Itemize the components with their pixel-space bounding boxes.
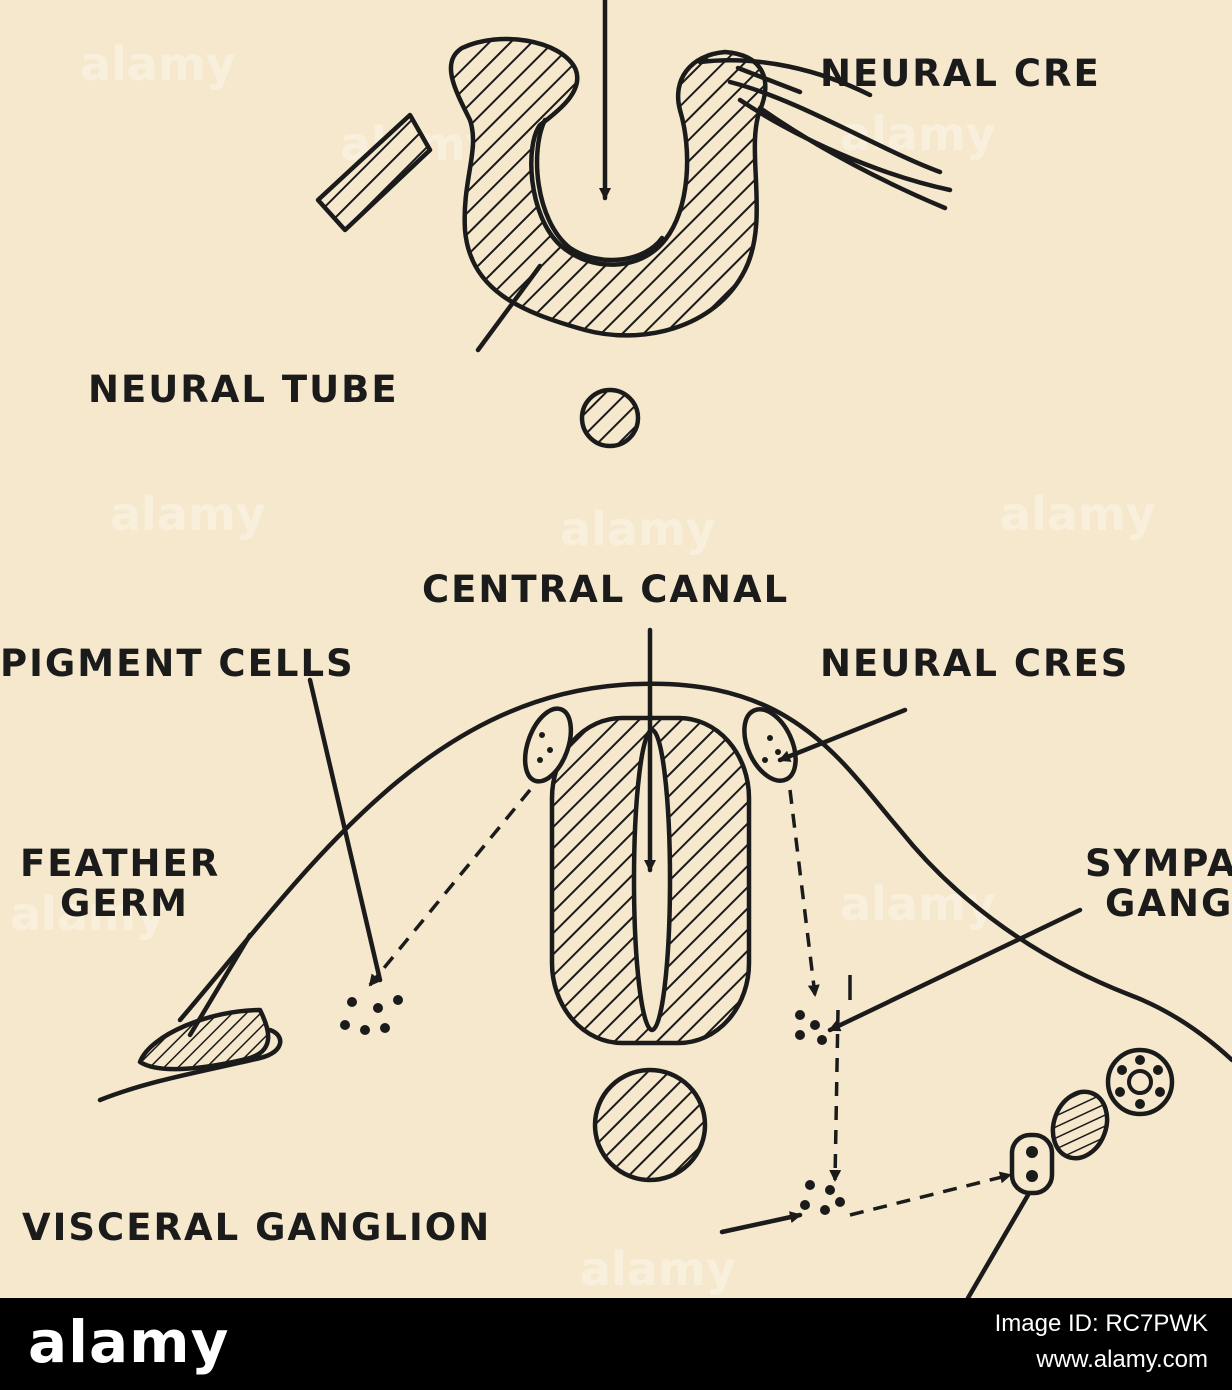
- watermark-text: alamy: [80, 37, 236, 91]
- migration-path-sympathetic: [788, 789, 820, 997]
- watermark-text: alamy: [110, 487, 266, 541]
- watermark-text: alamy: [1000, 487, 1156, 541]
- neural-crest-leader-bottom: [777, 707, 908, 763]
- watermark-text: alamy: [560, 502, 716, 556]
- image-id-text: Image ID: RC7PWK: [994, 1310, 1208, 1337]
- dorsal-aorta: [1050, 1089, 1110, 1161]
- neural-groove-lumen: [534, 117, 665, 263]
- ectoderm-right-strands: [697, 58, 953, 211]
- label-feather: FEATHER: [20, 842, 220, 885]
- neural-crest-left: [522, 706, 574, 784]
- feather-germ: [137, 1007, 271, 1072]
- label-visceral-ganglion: VISCERAL GANGLION: [22, 1206, 491, 1249]
- ectoderm-curve: [177, 681, 1232, 1063]
- neural-tube-leader: [475, 263, 543, 353]
- migration-path-pigment: [368, 788, 532, 987]
- gut-segment: [1009, 1132, 1055, 1196]
- feather-germ-leader: [187, 932, 253, 1038]
- stock-footer-bar: alamy Image ID: RC7PWK www.alamy.com: [0, 1298, 1232, 1390]
- neural-crest-dots: [537, 732, 781, 763]
- label-ganglion-partial: GANG: [1105, 882, 1232, 925]
- label-pigment-cells: PIGMENT CELLS: [0, 642, 355, 685]
- pigment-cells-cluster: [340, 995, 403, 1035]
- alamy-logo: alamy: [28, 1308, 230, 1376]
- neural-plate: [448, 36, 768, 338]
- neural-crest-diagram: alamy alamy alamy alamy alamy alamy alam…: [0, 0, 1232, 1298]
- neural-crest-leader-top: [735, 65, 803, 95]
- watermark-text: alamy: [580, 1242, 736, 1296]
- site-url-text: www.alamy.com: [1036, 1346, 1208, 1373]
- label-neural-crest-top: NEURAL CRE: [820, 52, 1101, 95]
- watermark-text: alamy: [840, 107, 996, 161]
- notochord-bottom: [592, 1067, 708, 1183]
- gut-nucleus-2: [1026, 1170, 1038, 1182]
- migration-path-gut: [849, 1171, 1012, 1217]
- rosette-cells: [1115, 1055, 1165, 1109]
- gut-nucleus-1: [1026, 1146, 1038, 1158]
- gut-leader: [965, 1192, 1031, 1298]
- rosette-center: [1127, 1069, 1153, 1095]
- label-central-canal: CENTRAL CANAL: [422, 568, 789, 611]
- pigment-cells-leader: [307, 677, 383, 983]
- notochord-top: [579, 387, 641, 449]
- ectoderm-left-flap: [315, 112, 433, 233]
- neural-tube-section-figure: CENTRAL CANAL PIGMENT CELLS NEURAL CRES …: [0, 568, 1232, 1298]
- sympathetic-ganglion-cluster: [795, 1010, 827, 1045]
- neural-crest-right: [742, 707, 798, 783]
- visceral-ganglion-cluster: [800, 1180, 845, 1215]
- visceral-ganglion-leader: [719, 1211, 803, 1235]
- sympathetic-leader: [827, 907, 1083, 1033]
- migration-path-visceral: [829, 1009, 842, 1182]
- watermark-text: alamy: [10, 887, 166, 941]
- label-sympathetic: SYMPAT: [1085, 842, 1232, 885]
- neural-groove-figure: NEURAL CRE NEURAL TUBE: [88, 0, 1101, 449]
- image-id-block: Image ID: RC7PWK www.alamy.com: [995, 1306, 1208, 1378]
- label-neural-crest-bottom: NEURAL CRES: [820, 642, 1129, 685]
- label-neural-tube: NEURAL TUBE: [88, 368, 399, 411]
- label-germ: GERM: [60, 882, 189, 925]
